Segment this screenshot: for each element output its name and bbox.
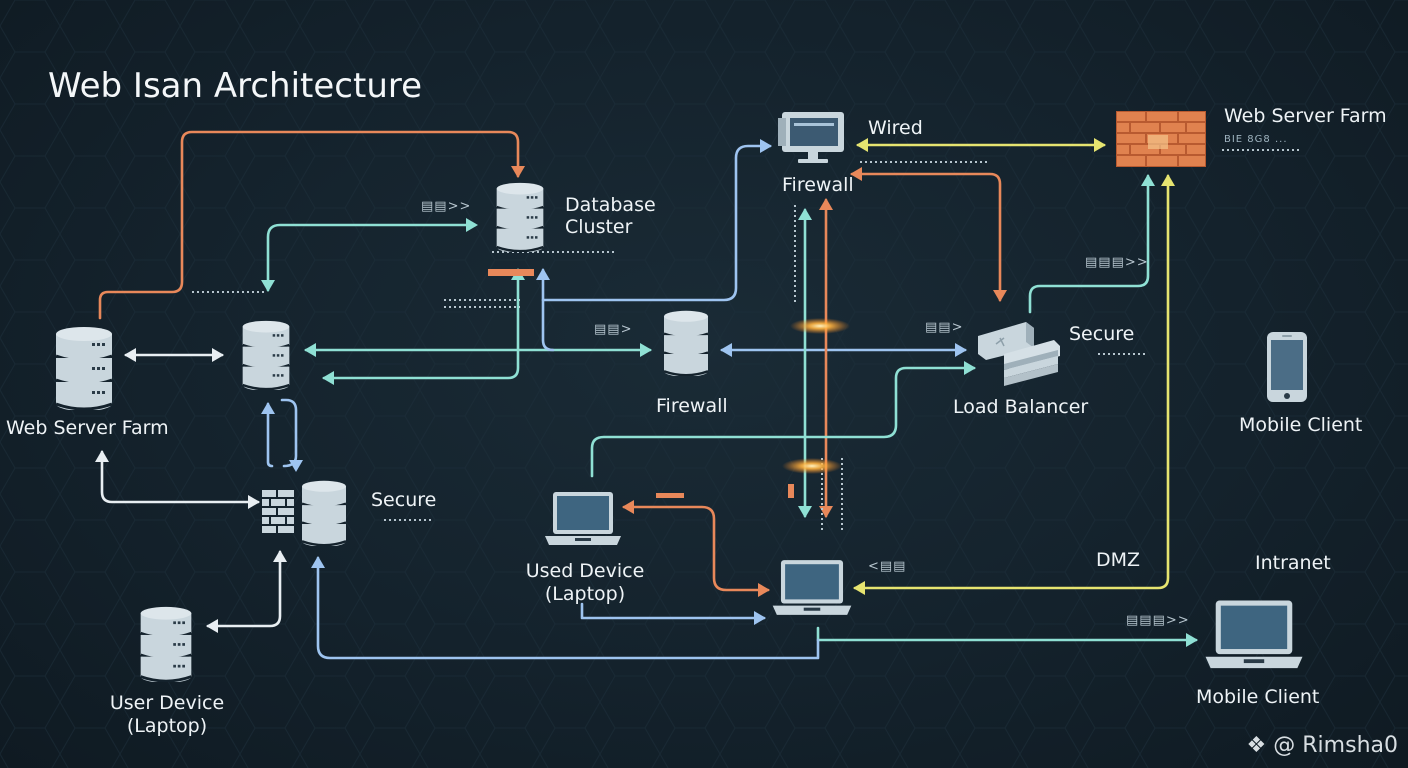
data-packet-icon — [488, 269, 534, 276]
connection-line — [622, 505, 770, 592]
arrowhead-icon — [1161, 174, 1175, 186]
arrowhead-icon — [955, 343, 967, 357]
arrowhead-icon — [261, 280, 275, 292]
connection-line — [266, 223, 477, 292]
arrowhead-icon — [322, 371, 334, 385]
data-packet-icon — [656, 493, 684, 498]
signal-glow — [782, 458, 842, 474]
wired-label: Wired — [868, 117, 923, 139]
database-icon[interactable] — [658, 310, 714, 380]
connection-line — [1028, 174, 1150, 314]
user-device-label-line1: User Device — [109, 692, 225, 714]
database-icon[interactable] — [54, 326, 114, 414]
web-server-farm-right-sublabel: BIE 8G8 ... — [1224, 134, 1288, 145]
flow-marker: ▤▤> — [925, 320, 964, 335]
arrowhead-icon — [311, 556, 325, 568]
diamond-logo-icon: ❖ — [1246, 733, 1267, 758]
connection-line — [100, 450, 260, 504]
smartphone-icon[interactable] — [1266, 331, 1308, 407]
arrowhead-icon — [856, 138, 868, 152]
arrowhead-icon — [640, 343, 652, 357]
flow-marker: ▤▤▤>> — [1085, 255, 1149, 270]
laptop-icon[interactable] — [770, 558, 854, 622]
connection-line — [541, 268, 555, 352]
monitor-icon[interactable] — [778, 110, 848, 170]
firewall-top-label: Firewall — [782, 174, 854, 196]
arrowhead-icon — [212, 348, 224, 362]
arrowhead-icon — [798, 506, 812, 518]
load-balancer-icon[interactable] — [974, 318, 1064, 392]
database-icon[interactable] — [236, 320, 296, 394]
arrowhead-icon — [1141, 174, 1155, 186]
connection-line — [322, 268, 520, 380]
arrowhead-icon — [248, 495, 260, 509]
connection-line — [590, 366, 976, 478]
connection-line — [850, 172, 1002, 302]
watermark: ❖ @ Rimsha0 — [1247, 733, 1398, 758]
connection-line — [541, 144, 772, 302]
arrowhead-icon — [1094, 138, 1106, 152]
database-cluster-label-line2: Cluster — [565, 216, 633, 238]
used-device-label-line2: (Laptop) — [544, 583, 626, 605]
mobile-client-phone-label: Mobile Client — [1239, 414, 1363, 436]
database-cluster-label-line1: Database — [565, 194, 656, 216]
dmz-label: DMZ — [1096, 549, 1141, 571]
flow-marker: ▤▤>> — [421, 199, 472, 214]
arrowhead-icon — [758, 583, 770, 597]
arrowhead-icon — [511, 166, 525, 178]
intranet-label: Intranet — [1255, 552, 1331, 574]
connection-line — [580, 602, 766, 620]
signal-glow — [790, 318, 850, 334]
arrowhead-icon — [261, 402, 275, 414]
arrowhead-icon — [798, 208, 812, 220]
arrowhead-icon — [850, 167, 862, 181]
connection-line — [266, 398, 298, 468]
connection-line — [98, 130, 520, 320]
arrowhead-icon — [95, 450, 109, 462]
secure-right-label: Secure — [1069, 323, 1135, 345]
used-device-label-line1: Used Device — [525, 560, 645, 582]
secure-left-label: Secure — [371, 489, 437, 511]
load-balancer-label: Load Balancer — [953, 396, 1089, 418]
arrowhead-icon — [964, 361, 976, 375]
user-device-label-line2: (Laptop) — [126, 715, 208, 737]
arrowhead-icon — [466, 218, 478, 232]
flow-marker: ▤▤> — [594, 322, 633, 337]
mobile-client-laptop-label: Mobile Client — [1196, 686, 1320, 708]
connection-line — [316, 556, 820, 660]
arrowhead-icon — [124, 348, 136, 362]
flow-marker: <▤▤ — [868, 559, 907, 574]
arrowhead-icon — [754, 611, 766, 625]
laptop-icon[interactable] — [1200, 598, 1308, 676]
database-icon[interactable] — [296, 480, 352, 550]
arrowhead-icon — [720, 343, 732, 357]
connection-line — [206, 550, 282, 628]
firewall-mid-label: Firewall — [656, 395, 728, 417]
arrowhead-icon — [853, 581, 865, 595]
page-title: Web Isan Architecture — [48, 66, 423, 106]
web-server-farm-right-label: Web Server Farm — [1224, 105, 1387, 127]
arrowhead-icon — [993, 290, 1007, 302]
data-packet-icon — [788, 484, 794, 498]
arrowhead-icon — [206, 619, 218, 633]
watermark-text: @ Rimsha0 — [1273, 733, 1398, 758]
arrowhead-icon — [760, 139, 772, 153]
laptop-icon[interactable] — [543, 490, 623, 552]
database-icon[interactable] — [137, 606, 195, 686]
database-icon[interactable] — [490, 182, 550, 256]
arrowhead-icon — [819, 198, 833, 210]
brick-firewall-icon[interactable] — [1116, 111, 1206, 171]
arrowhead-icon — [536, 268, 550, 280]
connection-line — [853, 174, 1170, 590]
arrowhead-icon — [273, 550, 287, 562]
web-server-farm-left-label: Web Server Farm — [6, 417, 169, 439]
arrowhead-icon — [1186, 633, 1198, 647]
flow-marker: ▤▤▤>> — [1126, 613, 1190, 628]
arrowhead-icon — [289, 460, 303, 472]
arrowhead-icon — [304, 343, 316, 357]
brick-firewall-icon — [262, 490, 294, 538]
arrowhead-icon — [622, 500, 634, 514]
